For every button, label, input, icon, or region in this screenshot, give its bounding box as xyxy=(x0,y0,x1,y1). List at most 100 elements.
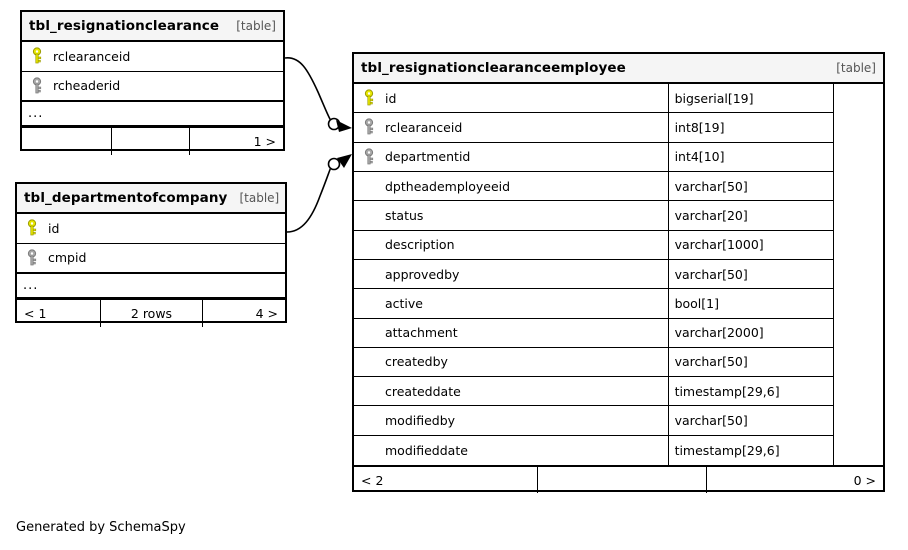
table-node-tbl-resignationclearance[interactable]: tbl_resignationclearance [table] rcleara… xyxy=(20,10,285,155)
column-name-cell: id xyxy=(17,214,285,243)
column-name: rcheaderid xyxy=(53,78,121,94)
column-name: active xyxy=(385,295,423,311)
column-type: varchar[50] xyxy=(667,406,833,435)
pagination-prev[interactable]: < 2 xyxy=(361,472,384,488)
column-type: varchar[2000] xyxy=(667,318,833,347)
column-name: createddate xyxy=(385,383,461,399)
column-name-cell: attachment xyxy=(354,319,668,347)
column-type: bool[1] xyxy=(667,289,833,318)
table-pagination-footer[interactable]: < 2 0 > xyxy=(354,465,883,493)
table-title: tbl_departmentofcompany xyxy=(24,190,228,206)
column-name-cell: dptheademployeeid xyxy=(354,172,668,200)
key-icon-primary xyxy=(24,219,40,237)
column-name-cell: description xyxy=(354,231,668,259)
column-type: timestamp[29,6] xyxy=(667,435,833,466)
key-icon-primary xyxy=(361,89,377,107)
pagination-prev[interactable] xyxy=(22,128,111,155)
column-type: varchar[50] xyxy=(667,347,833,377)
table-row[interactable]: attachment varchar[2000] xyxy=(354,318,833,348)
key-icon-foreign xyxy=(24,249,40,267)
column-type: timestamp[29,6] xyxy=(667,377,833,406)
table-row[interactable]: rcheaderid xyxy=(22,72,283,101)
key-icon-foreign xyxy=(29,77,45,95)
column-type: varchar[1000] xyxy=(667,230,833,259)
table-row[interactable]: departmentid int4[10] xyxy=(354,142,833,172)
table-row[interactable]: approvedby varchar[50] xyxy=(354,259,833,290)
table-row[interactable]: active bool[1] xyxy=(354,289,833,319)
column-name: description xyxy=(385,237,455,253)
column-name-cell: departmentid xyxy=(354,143,668,171)
table-pagination-footer[interactable]: < 1 2 rows 4 > xyxy=(17,299,285,327)
key-icon-primary xyxy=(29,47,45,65)
column-name-cell: createddate xyxy=(354,377,668,405)
column-name-cell: modifiedby xyxy=(354,406,668,434)
column-grid: id bigserial[19] rclearanc xyxy=(354,84,833,466)
column-name: cmpid xyxy=(48,250,87,266)
key-icon-foreign xyxy=(361,148,377,166)
table-row[interactable]: rclearanceid int8[19] xyxy=(354,113,833,143)
table-row[interactable]: createdby varchar[50] xyxy=(354,347,833,378)
column-type: int4[10] xyxy=(667,142,833,171)
table-type-tag: [table] xyxy=(836,61,876,75)
table-row[interactable]: id xyxy=(17,214,285,244)
table-title: tbl_resignationclearance xyxy=(29,18,220,34)
column-list: id bigserial[19] rclearanc xyxy=(354,84,883,466)
table-title: tbl_resignationclearanceemployee xyxy=(361,60,626,76)
table-pagination-footer[interactable]: 1 > xyxy=(22,127,283,155)
pagination-rowcount xyxy=(536,467,706,493)
relationship-endpoint-circle-departmentid xyxy=(327,157,341,171)
table-row[interactable]: cmpid xyxy=(17,244,285,273)
column-name-cell: rcheaderid xyxy=(22,72,283,101)
table-row[interactable]: status varchar[20] xyxy=(354,201,833,231)
more-columns-ellipsis: ... xyxy=(17,273,285,299)
column-name-cell: cmpid xyxy=(17,244,285,273)
column-name: status xyxy=(385,207,424,223)
pagination-next[interactable]: 0 > xyxy=(705,467,883,493)
column-name: modifiedby xyxy=(385,413,456,429)
table-node-tbl-resignationclearanceemployee[interactable]: tbl_resignationclearanceemployee [table] xyxy=(352,52,885,493)
pagination-next[interactable]: 1 > xyxy=(189,128,283,155)
column-type: bigserial[19] xyxy=(667,84,833,113)
column-name-cell: approvedby xyxy=(354,260,668,288)
column-name: attachment xyxy=(385,325,458,341)
column-name-cell: createdby xyxy=(354,348,668,376)
table-type-tag: [table] xyxy=(239,191,280,205)
column-name-cell: rclearanceid xyxy=(22,42,283,71)
column-name-cell: status xyxy=(354,201,668,229)
table-node-tbl-departmentofcompany[interactable]: tbl_departmentofcompany [table] id xyxy=(15,182,287,327)
relationship-arrowhead-departmentid xyxy=(337,154,352,168)
generated-by-caption: Generated by SchemaSpy xyxy=(16,520,186,535)
column-type: varchar[20] xyxy=(667,201,833,230)
column-name: rclearanceid xyxy=(385,119,463,135)
relationship-edge-departmentid xyxy=(286,166,332,233)
column-name: departmentid xyxy=(385,149,471,165)
table-type-tag: [table] xyxy=(236,19,276,33)
column-list: rclearanceid rcheaderid ... xyxy=(22,42,283,155)
pagination-rowcount: 2 rows xyxy=(100,300,202,327)
column-name-cell: id xyxy=(354,84,668,112)
column-name-cell: rclearanceid xyxy=(354,113,668,141)
column-name-cell: modifieddate xyxy=(354,436,668,465)
pagination-next[interactable]: 4 > xyxy=(201,300,285,327)
table-header: tbl_resignationclearance [table] xyxy=(22,12,283,42)
column-extra-blank xyxy=(832,84,883,465)
relationship-arrowhead-rclearanceid xyxy=(336,120,352,132)
table-row[interactable]: id bigserial[19] xyxy=(354,84,833,114)
table-row[interactable]: rclearanceid xyxy=(22,42,283,72)
column-name-cell: active xyxy=(354,289,668,317)
table-row[interactable]: modifieddate timestamp[29,6] xyxy=(354,435,833,466)
table-row[interactable]: description varchar[1000] xyxy=(354,230,833,260)
relationship-endpoint-circle-rclearanceid xyxy=(327,117,341,131)
table-row[interactable]: modifiedby varchar[50] xyxy=(354,406,833,436)
pagination-prev[interactable]: < 1 xyxy=(24,306,47,321)
column-name: dptheademployeeid xyxy=(385,178,511,194)
table-row[interactable]: createddate timestamp[29,6] xyxy=(354,377,833,407)
table-header: tbl_resignationclearanceemployee [table] xyxy=(354,54,883,84)
column-type: int8[19] xyxy=(667,113,833,142)
relationship-edge-rclearanceid xyxy=(284,57,332,122)
more-columns-ellipsis: ... xyxy=(22,101,283,127)
table-row[interactable]: dptheademployeeid varchar[50] xyxy=(354,171,833,202)
column-name: id xyxy=(385,90,397,106)
table-header: tbl_departmentofcompany [table] xyxy=(17,184,285,214)
column-name: createdby xyxy=(385,354,448,370)
